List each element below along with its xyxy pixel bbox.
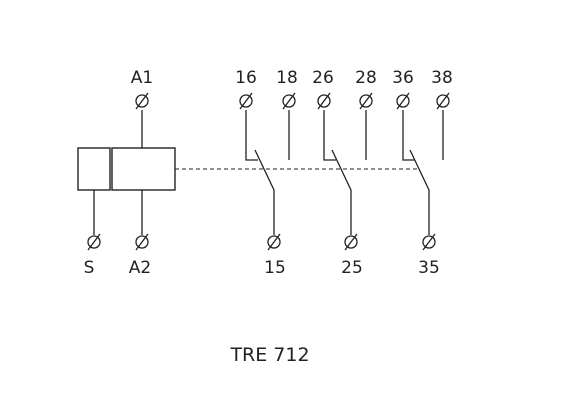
- contact-group-3: [402, 110, 444, 235]
- coil-right-segment: [111, 147, 176, 191]
- relay-coil: [77, 147, 176, 191]
- terminal-35-icon: [422, 233, 436, 251]
- label-18: 18: [276, 68, 298, 88]
- contact-26-path: [323, 110, 336, 161]
- label-25: 25: [341, 258, 363, 278]
- label-28: 28: [355, 68, 377, 88]
- terminal-36-icon: [396, 92, 410, 110]
- terminal-a2-icon: [135, 233, 149, 251]
- label-26: 26: [312, 68, 334, 88]
- label-a2: A2: [129, 258, 151, 278]
- contact-16-path: [245, 110, 258, 161]
- label-s: S: [84, 258, 95, 278]
- label-38: 38: [431, 68, 453, 88]
- contact-group-2: [323, 110, 367, 235]
- terminal-38-icon: [436, 92, 450, 110]
- contact-36-path: [402, 110, 415, 161]
- contact-25-lever: [331, 149, 352, 235]
- label-a1: A1: [131, 68, 153, 88]
- terminal-25-icon: [344, 233, 358, 251]
- label-15: 15: [264, 258, 286, 278]
- label-36: 36: [392, 68, 414, 88]
- diagram-caption: TRE 712: [229, 344, 309, 366]
- terminal-16-icon: [239, 92, 253, 110]
- terminal-a1-icon: [135, 92, 149, 110]
- contact-group-1: [245, 110, 290, 235]
- terminal-18-icon: [282, 92, 296, 110]
- terminal-28-icon: [359, 92, 373, 110]
- terminal-15-icon: [267, 233, 281, 251]
- terminal-s-icon: [87, 233, 101, 251]
- label-16: 16: [235, 68, 257, 88]
- contact-35-lever: [409, 149, 430, 235]
- coil-left-segment: [77, 147, 111, 191]
- contact-15-lever: [254, 149, 275, 235]
- terminal-26-icon: [317, 92, 331, 110]
- label-35: 35: [418, 258, 440, 278]
